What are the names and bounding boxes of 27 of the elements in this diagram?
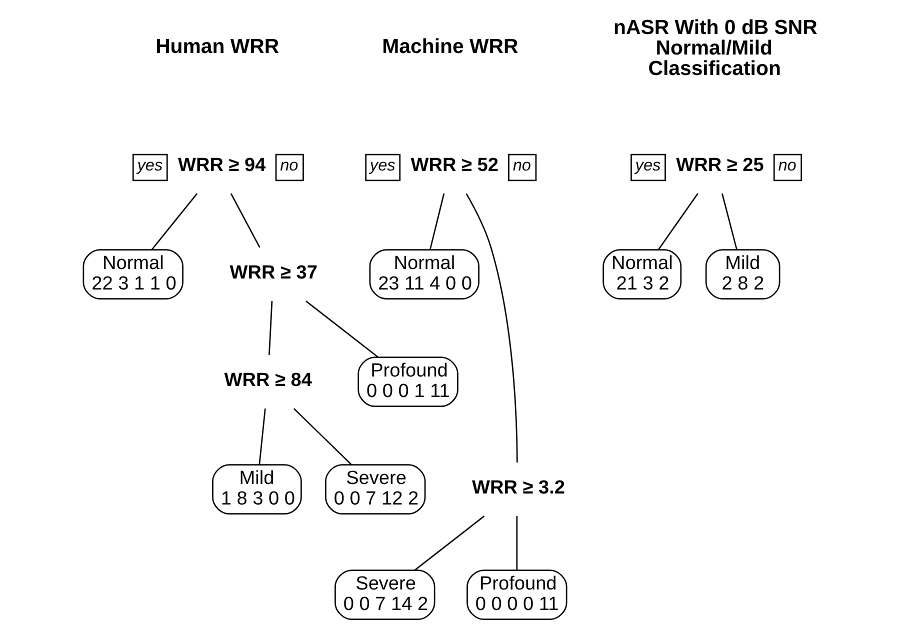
label: nASR With 0 dB SNR Normal/Mild Classification [613, 17, 817, 80]
connector [258, 408, 266, 465]
connector [150, 193, 198, 250]
connector [292, 408, 352, 466]
node-box: Profound 0 0 0 1 11 [357, 356, 458, 407]
connector [657, 193, 698, 250]
connector [268, 301, 272, 355]
connector [414, 516, 484, 571]
node-text: WRR ≥ 37 [229, 262, 317, 284]
node-box: Mild 2 8 2 [704, 249, 780, 300]
node-box: Normal 22 3 1 1 0 [82, 249, 183, 300]
node-box: Mild 1 8 3 0 0 [212, 464, 302, 515]
node-text: WRR ≥ 3.2 [471, 478, 565, 499]
node-box: Severe 0 0 7 12 2 [324, 464, 426, 515]
connector [516, 516, 518, 570]
label: Machine WRR [382, 36, 518, 58]
node-box: Profound 0 0 0 0 11 [466, 570, 567, 620]
label: Human WRR [155, 36, 279, 58]
connector [721, 193, 737, 250]
connector [230, 193, 260, 248]
node-box: Normal 21 3 2 [602, 249, 682, 300]
connector [428, 193, 444, 250]
connector [465, 193, 518, 462]
node-text: WRR ≥ 84 [224, 370, 312, 392]
node-box: Normal 23 11 4 0 0 [368, 249, 479, 300]
connector [305, 300, 378, 358]
node-box: Severe 0 0 7 14 2 [334, 570, 435, 620]
